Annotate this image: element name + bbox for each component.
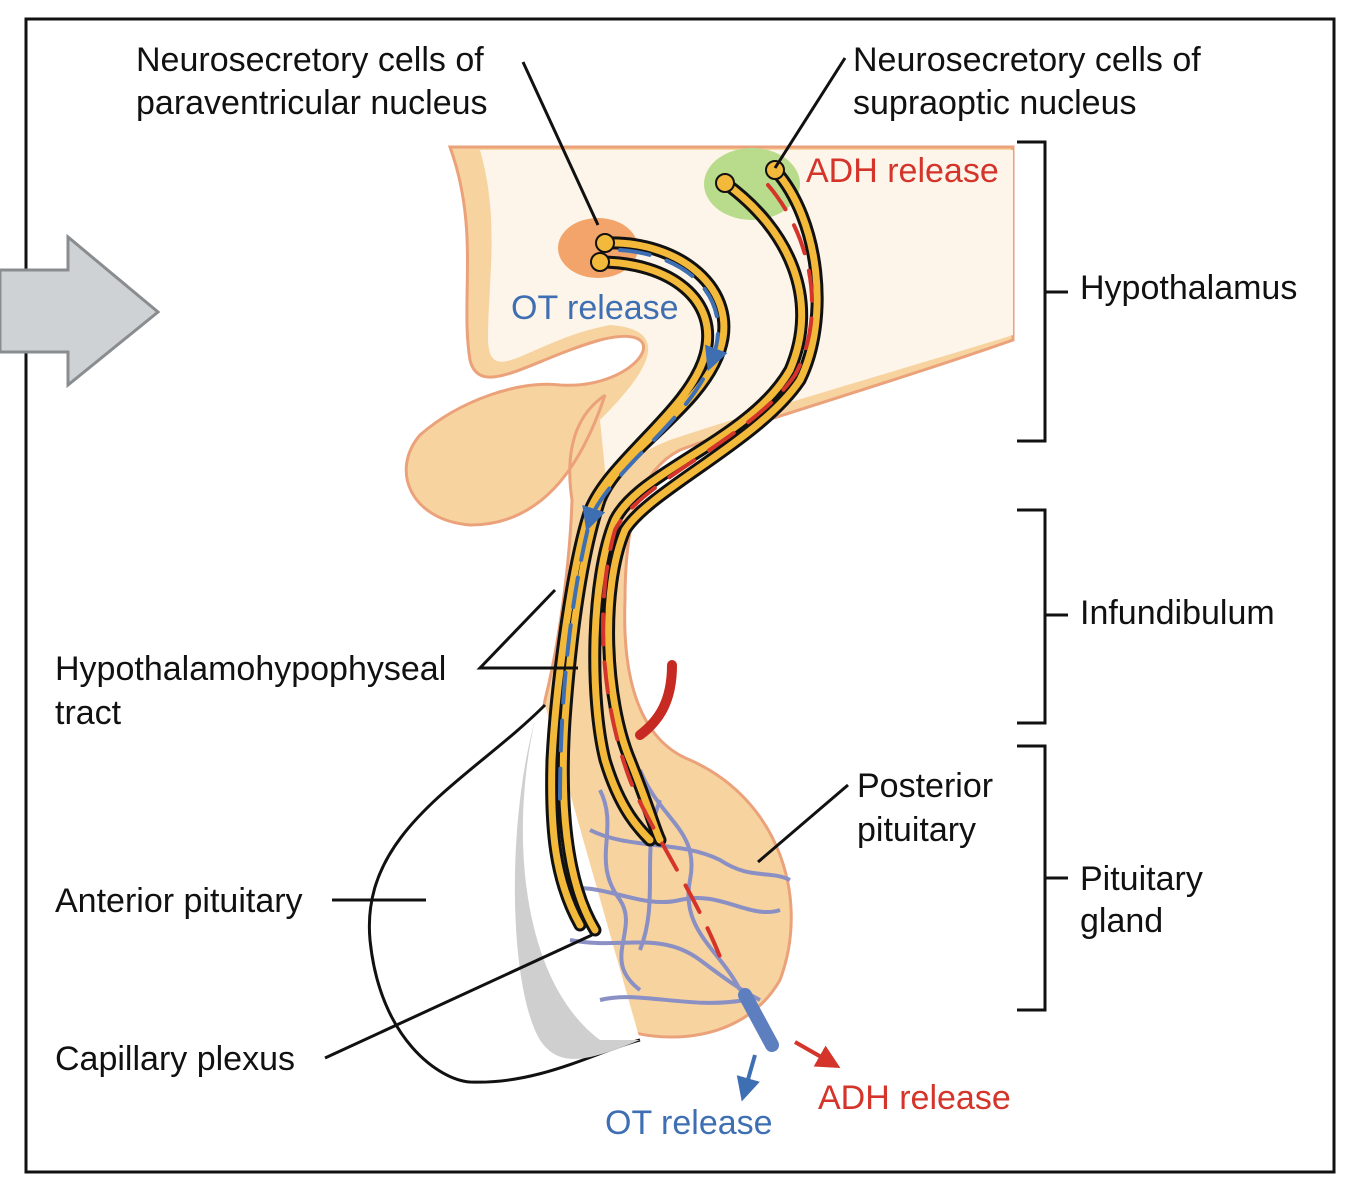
hypothalamohypophyseal-tract <box>545 163 824 972</box>
neuron-cell-bodies <box>590 160 785 272</box>
orientation-arrow-icon <box>0 233 161 389</box>
label-supraoptic-line1: Neurosecretory cells of <box>853 41 1201 79</box>
vein <box>738 988 779 1052</box>
label-capillary-plexus: Capillary plexus <box>55 1040 295 1078</box>
label-pituitary-gland-line2: gland <box>1080 902 1163 940</box>
label-posterior-pituitary-line2: pituitary <box>857 811 976 849</box>
label-posterior-pituitary-line1: Posterior <box>857 767 993 805</box>
label-adh-release-bottom: ADH release <box>818 1079 1011 1117</box>
leader-lines <box>324 57 849 1060</box>
label-paraventricular-line1: Neurosecretory cells of <box>136 41 484 79</box>
anterior-pituitary-shadow <box>514 720 640 1059</box>
label-tract-line2: tract <box>55 694 122 732</box>
region-brackets <box>1017 140 1068 1012</box>
label-anterior-pituitary: Anterior pituitary <box>55 882 303 920</box>
label-paraventricular-line2: paraventricular nucleus <box>136 84 488 122</box>
label-ot-release-bottom: OT release <box>605 1104 773 1142</box>
label-adh-release-top: ADH release <box>806 152 999 190</box>
label-hypothalamus: Hypothalamus <box>1080 269 1297 307</box>
artery <box>635 660 677 740</box>
label-ot-release-top: OT release <box>511 289 679 327</box>
label-infundibulum: Infundibulum <box>1080 594 1275 632</box>
adh-release-arrow-icon <box>794 1040 841 1068</box>
label-pituitary-gland-line1: Pituitary <box>1080 860 1203 898</box>
ot-release-arrow-icon <box>736 1054 760 1102</box>
label-supraoptic-line2: supraoptic nucleus <box>853 84 1137 122</box>
label-tract-line1: Hypothalamohypophyseal <box>55 650 446 688</box>
anterior-pituitary-shape <box>367 703 641 1084</box>
